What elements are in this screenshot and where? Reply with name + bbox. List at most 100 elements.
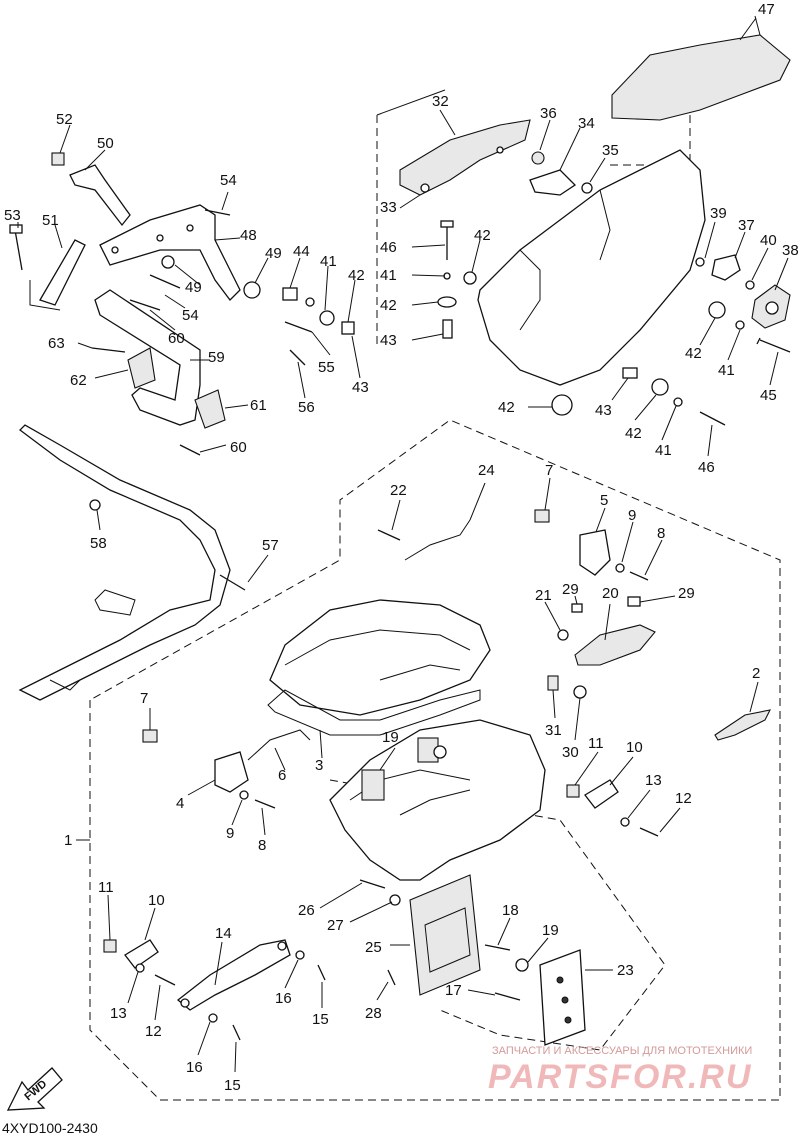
bolt-57 xyxy=(219,574,246,591)
callout-60a: 60 xyxy=(168,330,185,347)
hinge-14 xyxy=(176,939,291,1011)
seat-pad-47 xyxy=(611,34,791,121)
callout-59: 59 xyxy=(208,349,225,366)
callout-46b: 46 xyxy=(698,459,715,476)
bolt-8b xyxy=(254,799,276,809)
callout-53: 53 xyxy=(4,207,21,224)
bolt-55 xyxy=(284,321,313,333)
callout-52: 52 xyxy=(56,111,73,128)
washer-13a xyxy=(620,817,630,827)
callout-4: 4 xyxy=(176,795,184,812)
callout-47: 47 xyxy=(758,1,775,18)
callout-46a: 46 xyxy=(380,239,397,256)
callout-7a: 7 xyxy=(545,462,553,479)
bolt-26 xyxy=(359,879,386,889)
callout-54a: 54 xyxy=(220,172,237,189)
callout-6: 6 xyxy=(278,767,286,784)
callout-35: 35 xyxy=(602,142,619,159)
clip-11a xyxy=(566,784,580,798)
callout-39: 39 xyxy=(710,205,727,222)
callout-29b: 29 xyxy=(678,585,695,602)
washer-9b xyxy=(239,790,249,800)
callout-45: 45 xyxy=(760,387,777,404)
callout-56: 56 xyxy=(298,399,315,416)
grommet-21 xyxy=(557,629,569,641)
pad-29a xyxy=(571,603,583,613)
callout-29a: 29 xyxy=(562,581,579,598)
callout-2: 2 xyxy=(752,665,760,682)
grommet-49a xyxy=(161,255,175,269)
callout-40: 40 xyxy=(760,232,777,249)
callout-14: 14 xyxy=(215,925,232,942)
box-19 xyxy=(329,719,546,881)
clip-11b xyxy=(103,939,117,953)
callout-22: 22 xyxy=(390,482,407,499)
callout-labels: 47 32 36 34 35 33 39 37 40 38 46 42 41 4… xyxy=(4,1,799,1094)
lid-3 xyxy=(269,599,491,716)
callout-63: 63 xyxy=(48,335,65,352)
callout-9a: 9 xyxy=(628,507,636,524)
callout-10b: 10 xyxy=(148,892,165,909)
bolt-17 xyxy=(494,992,521,1001)
callout-3: 3 xyxy=(315,757,323,774)
leader-lines xyxy=(17,17,789,1073)
inner-box-outline xyxy=(329,779,666,1051)
callout-61: 61 xyxy=(250,397,267,414)
callout-5: 5 xyxy=(600,492,608,509)
callout-57: 57 xyxy=(262,537,279,554)
callout-43a: 43 xyxy=(380,332,397,349)
callout-58: 58 xyxy=(90,535,107,552)
bolt-15b xyxy=(232,1024,241,1041)
callout-62: 62 xyxy=(70,372,87,389)
cable-6 xyxy=(247,729,311,761)
watermark-logo: ЗАПЧАСТИ И АКСЕССУАРЫ ДЛЯ МОТОТЕХНИКИ PA… xyxy=(488,1045,752,1096)
washer-16a xyxy=(295,950,305,960)
callout-49a: 49 xyxy=(265,245,282,262)
callout-15a: 15 xyxy=(312,1011,329,1028)
callout-32: 32 xyxy=(432,93,449,110)
collar-31 xyxy=(547,675,559,691)
callout-41c: 41 xyxy=(718,362,735,379)
bolt-54b xyxy=(149,274,181,289)
callout-51: 51 xyxy=(42,212,59,229)
callout-30: 30 xyxy=(562,744,579,761)
callout-43c: 43 xyxy=(595,402,612,419)
callout-23: 23 xyxy=(617,962,634,979)
callout-7b: 7 xyxy=(140,690,148,707)
callout-20: 20 xyxy=(602,585,619,602)
callout-19a: 19 xyxy=(382,729,399,746)
callout-42f: 42 xyxy=(625,425,642,442)
nut-35 xyxy=(581,182,593,194)
hinge-5 xyxy=(579,529,611,576)
bolt-63 xyxy=(91,347,126,353)
callout-17: 17 xyxy=(445,982,462,999)
bracket-32 xyxy=(399,119,531,196)
callout-42b: 42 xyxy=(380,297,397,314)
saddlebag-assembly-outline xyxy=(89,419,781,1101)
bracket-48 xyxy=(99,204,241,301)
callout-41b: 41 xyxy=(320,253,337,270)
bolt-60b xyxy=(179,444,201,456)
callout-42a: 42 xyxy=(474,227,491,244)
callout-43b: 43 xyxy=(352,379,369,396)
callout-15b: 15 xyxy=(224,1077,241,1094)
callout-48: 48 xyxy=(240,227,257,244)
washer-16b xyxy=(208,1013,218,1023)
watermark-brand: PARTSFOR.RU xyxy=(488,1058,752,1096)
callout-26: 26 xyxy=(298,902,315,919)
reflector-2 xyxy=(714,709,771,741)
callout-13a: 13 xyxy=(645,772,662,789)
grommet-30 xyxy=(573,685,587,699)
bolt-12a xyxy=(639,827,659,837)
figure-code: 4XYD100-2430 xyxy=(2,1120,98,1136)
bolt-53 xyxy=(14,229,23,271)
callout-8b: 8 xyxy=(258,837,266,854)
grommet-39 xyxy=(695,257,705,267)
callout-27: 27 xyxy=(327,917,344,934)
bolt-8a xyxy=(629,571,649,581)
bolt-12b xyxy=(154,974,176,986)
callout-36: 36 xyxy=(540,105,557,122)
washer-40 xyxy=(745,280,755,290)
callout-49b: 49 xyxy=(185,279,202,296)
